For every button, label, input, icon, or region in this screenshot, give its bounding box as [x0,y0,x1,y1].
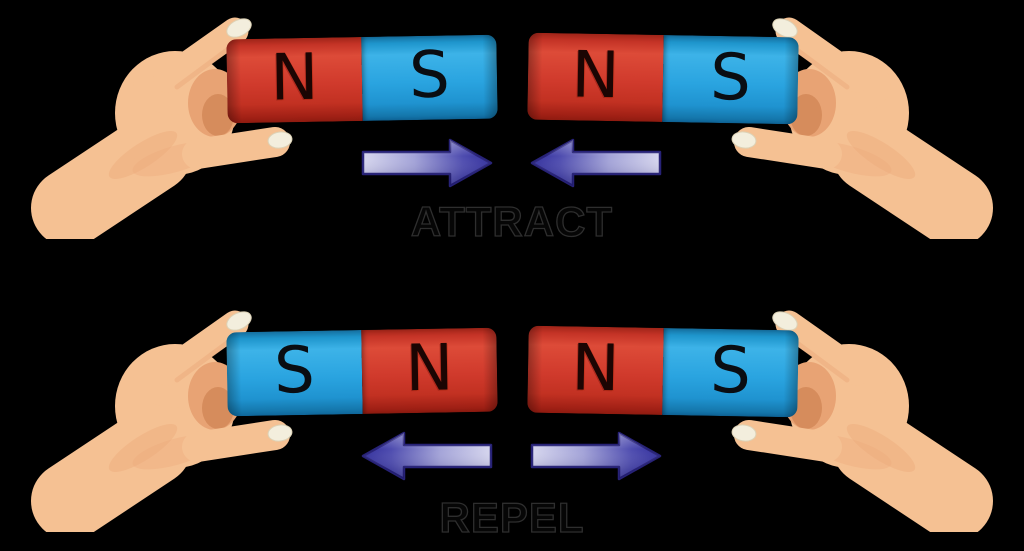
pole-label: S [408,38,451,114]
arrow-icon [528,136,664,190]
attract-force-arrow-left [359,136,495,190]
pole-label: N [570,37,621,113]
repel-caption: REPEL [439,494,585,541]
magnet-pole-south: S [226,330,363,417]
pole-label: N [570,330,621,406]
magnet-pole-south: S [662,328,799,418]
repel-scene: S N N S REPEL [0,293,1024,551]
arrow-icon [359,429,495,483]
magnet-pole-north: N [527,325,664,415]
arrow-icon [359,136,495,190]
magnet-pole-north: N [527,32,664,122]
attract-caption: ATTRACT [410,198,614,245]
repel-force-arrow-left [359,429,495,483]
pole-label: S [709,40,752,116]
repel-right-magnet: N S [527,325,799,418]
pole-label: S [273,333,316,409]
repel-left-magnet: S N [226,327,498,417]
pole-label: S [709,333,752,409]
attract-scene: N S N S ATTRACT [0,0,1024,258]
attract-left-magnet: N S [226,34,498,124]
magnet-pole-north: N [226,37,363,124]
arrow-icon [528,429,664,483]
magnet-pole-north: N [361,327,498,414]
pole-label: N [269,40,320,116]
magnet-pole-south: S [361,34,498,121]
attract-right-magnet: N S [527,32,799,125]
pole-label: N [404,331,455,407]
repel-force-arrow-right [528,429,664,483]
attract-force-arrow-right [528,136,664,190]
magnet-pole-south: S [662,35,799,125]
